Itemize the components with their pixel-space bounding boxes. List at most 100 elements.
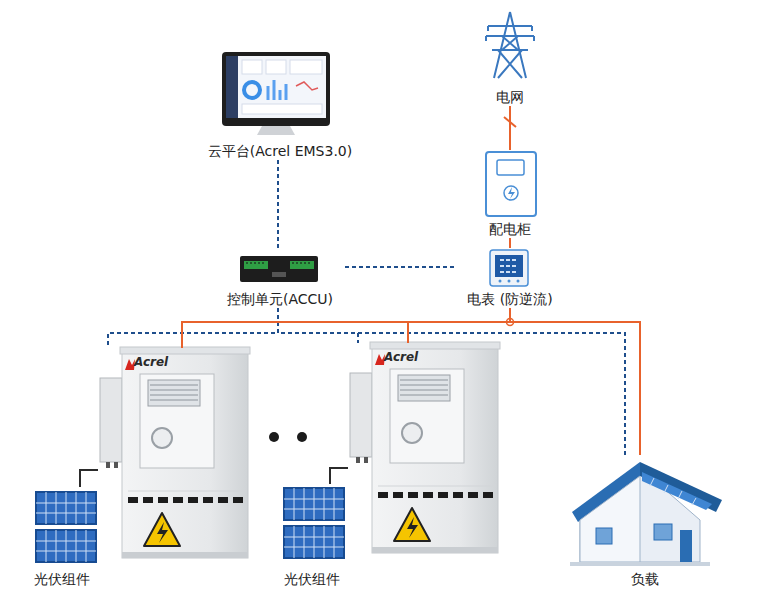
meter-icon xyxy=(495,255,523,277)
power-line xyxy=(509,106,511,150)
monitor-icon xyxy=(226,56,238,118)
house xyxy=(654,524,672,540)
node-label: 电网 xyxy=(496,88,524,106)
grid-node: 电网 xyxy=(480,8,540,106)
grid-tower xyxy=(498,36,522,78)
meter-icon xyxy=(500,260,518,272)
grid-tower xyxy=(486,12,534,78)
meter-icon xyxy=(508,280,511,283)
power-line xyxy=(408,308,510,343)
comm-line xyxy=(277,160,279,250)
comm-line xyxy=(345,267,455,268)
distribution-cabinet xyxy=(504,186,518,200)
load-node: 负载 xyxy=(565,455,725,588)
house xyxy=(580,476,640,562)
ellipsis-dots xyxy=(269,432,279,442)
grid-tower xyxy=(486,26,534,50)
cabinet-node: 配电柜 xyxy=(478,150,542,238)
meter-node: 电表 (防逆流) xyxy=(455,248,565,308)
meter-icon xyxy=(490,250,528,286)
brand-logo: Acrel xyxy=(384,350,418,364)
dc-cable xyxy=(330,468,348,484)
comm-line xyxy=(278,308,358,343)
house xyxy=(596,528,612,544)
dc-cable xyxy=(80,470,98,487)
grid-tower xyxy=(486,26,534,41)
control-unit xyxy=(272,272,286,277)
distribution-cabinet xyxy=(486,152,536,216)
monitor-icon xyxy=(226,56,326,118)
pv-node: 光伏组件 xyxy=(28,487,96,588)
power-line xyxy=(182,308,510,348)
distribution-cabinet xyxy=(486,152,536,216)
comm-line xyxy=(278,308,625,455)
cloud-platform-node: 云平台(Acrel EMS3.0) xyxy=(200,48,360,160)
dc-cable xyxy=(80,470,98,487)
monitor-icon xyxy=(222,52,330,135)
node-label: 光伏组件 xyxy=(34,570,90,588)
node-label: 云平台(Acrel EMS3.0) xyxy=(208,142,352,160)
power-line xyxy=(510,238,511,248)
monitor-icon xyxy=(244,82,260,98)
node-label: 控制单元(ACCU) xyxy=(227,290,333,308)
pv-panels xyxy=(36,492,96,524)
monitor-icon xyxy=(242,104,322,114)
monitor-icon xyxy=(257,126,295,135)
house xyxy=(680,530,692,562)
monitor-icon xyxy=(296,82,318,90)
control-unit xyxy=(240,256,318,282)
monitor-icon xyxy=(222,52,330,126)
meter-icon xyxy=(517,280,520,283)
meter-icon xyxy=(490,250,528,286)
monitor-icon xyxy=(268,80,286,100)
pv-panels xyxy=(284,526,344,558)
comm-line xyxy=(278,308,358,343)
storage-cabinet xyxy=(100,347,250,558)
pv-node: 光伏组件 xyxy=(278,484,346,588)
power-line xyxy=(182,308,510,348)
monitor-icon xyxy=(266,60,286,74)
house xyxy=(642,472,712,510)
monitor-icon xyxy=(290,60,322,74)
node-label: 负载 xyxy=(631,570,659,588)
control-unit xyxy=(244,261,268,269)
control-unit-node: 控制单元(ACCU) xyxy=(215,250,345,308)
ellipsis-dots xyxy=(297,432,307,442)
dc-cable xyxy=(330,468,348,484)
node-label: 配电柜 xyxy=(489,220,531,238)
storage-cabinet-node: Acrel xyxy=(348,343,499,557)
comm-line xyxy=(278,160,279,250)
brand-logo: Acrel xyxy=(134,355,168,369)
control-unit xyxy=(246,263,312,264)
pv-panels xyxy=(36,488,344,562)
meter-icon xyxy=(499,280,502,283)
distribution-cabinet xyxy=(497,160,524,175)
storage-cabinet-node: Acrel xyxy=(98,348,250,560)
power-line xyxy=(510,106,511,150)
power-line xyxy=(408,308,510,343)
comm-line xyxy=(108,308,278,348)
monitor-icon xyxy=(242,60,262,74)
house xyxy=(570,562,710,566)
house xyxy=(640,462,722,512)
comm-line xyxy=(345,266,455,268)
control-unit xyxy=(290,261,314,269)
power-line xyxy=(510,308,640,455)
power-line xyxy=(509,238,511,248)
power-line xyxy=(510,308,640,455)
house xyxy=(650,478,696,505)
node-label: 电表 (防逆流) xyxy=(467,290,552,308)
pv-panels xyxy=(36,530,96,562)
ellipsis-dots xyxy=(269,432,307,442)
storage-cabinet xyxy=(350,342,500,553)
comm-line xyxy=(278,308,625,455)
comm-line xyxy=(108,308,278,348)
grid-tower xyxy=(494,12,526,78)
house xyxy=(570,462,722,566)
pv-panels xyxy=(284,488,344,520)
distribution-cabinet xyxy=(508,187,515,199)
